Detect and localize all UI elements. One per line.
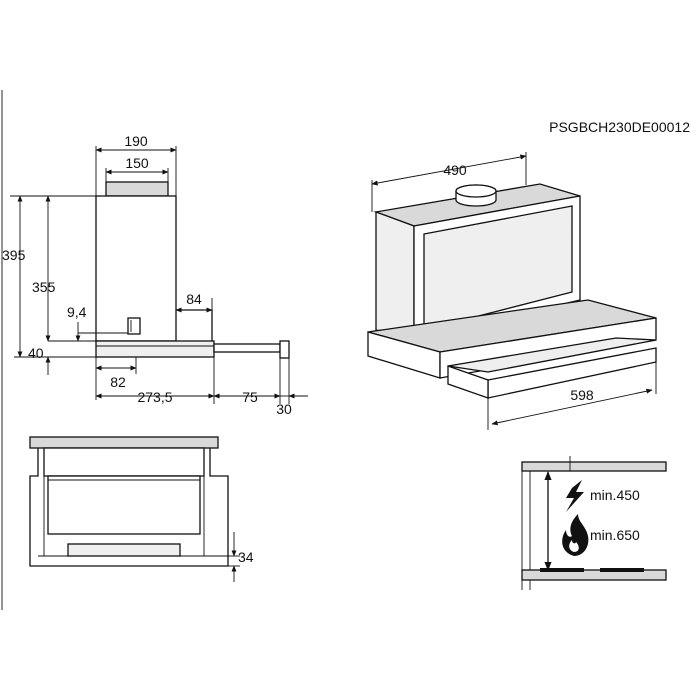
front-body: [29, 448, 229, 567]
min-450-label: min.450: [590, 487, 640, 503]
side-extension-end: [279, 340, 290, 359]
dim-30: 30: [276, 401, 292, 417]
iso-visor-top: [447, 337, 657, 373]
front-inner-panel: [47, 475, 201, 535]
dim-598: 598: [570, 387, 594, 403]
clearance-cooktop: [521, 569, 667, 581]
iso-left-face: [375, 211, 415, 341]
dim-150: 150: [125, 155, 149, 171]
dim-84: 84: [186, 291, 202, 307]
iso-front-panel: [423, 205, 573, 331]
clearance-view: min.450 min.650: [521, 456, 667, 590]
front-top-panel: [29, 436, 219, 449]
dim-75: 75: [242, 389, 258, 405]
side-view: 190 150 395 355 9,4 40 84 82: [2, 133, 308, 417]
lightning-icon: [566, 480, 584, 512]
cooktop-burner: [540, 568, 584, 572]
dim-190: 190: [124, 133, 148, 149]
min-650-label: min.650: [590, 527, 640, 543]
dim-82: 82: [110, 374, 126, 390]
dim-395: 395: [2, 247, 26, 263]
dim-9-4: 9,4: [67, 304, 87, 320]
side-top-flange: [105, 181, 169, 197]
cooktop-burner: [600, 568, 644, 572]
dim-355: 355: [32, 279, 56, 295]
product-code: PSGBCH230DE00012: [549, 119, 690, 135]
side-extension-rail: [213, 343, 281, 353]
dim-34: 34: [238, 549, 254, 565]
front-filter-bar: [67, 543, 181, 557]
dim-40: 40: [28, 345, 44, 361]
front-view: 34: [29, 436, 254, 582]
iso-view: 490 598: [367, 152, 657, 430]
dim-273-5: 273,5: [137, 389, 172, 405]
side-outlet: [127, 317, 141, 335]
flame-icon: [562, 514, 589, 556]
dim-490: 490: [443, 162, 467, 178]
side-base: [95, 340, 215, 358]
clearance-hood-bar: [521, 461, 667, 472]
front-inner-top: [43, 447, 205, 477]
